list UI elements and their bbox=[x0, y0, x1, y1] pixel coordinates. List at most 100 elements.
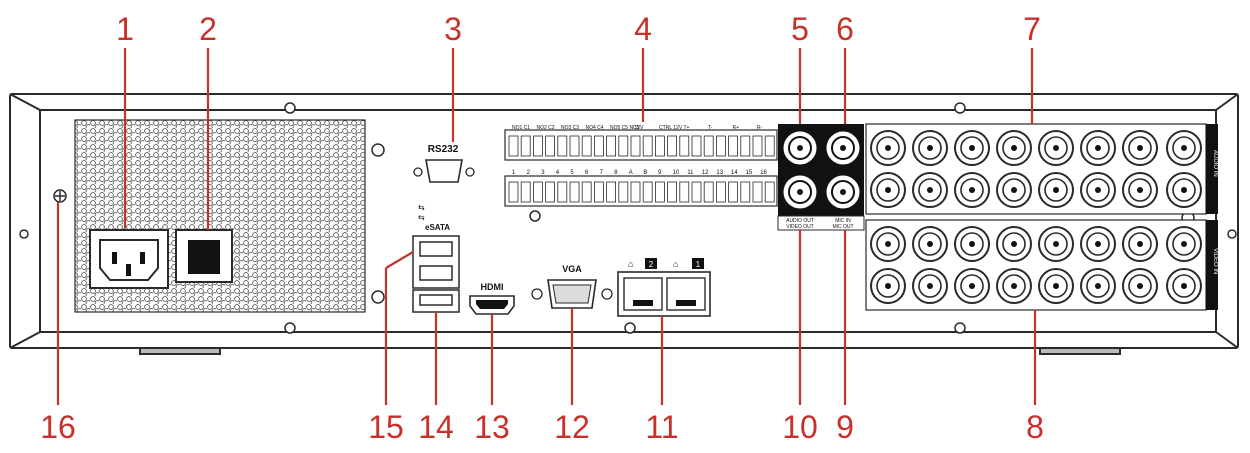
bnc-connector bbox=[1080, 172, 1116, 208]
alarm-terminal bbox=[545, 135, 555, 157]
alarm-terminal bbox=[752, 135, 763, 157]
alarm-terminal bbox=[703, 181, 714, 203]
rca-jack bbox=[783, 131, 817, 165]
alarm-terminal bbox=[728, 181, 738, 203]
alarm-bottom-label: 3 bbox=[541, 170, 545, 176]
callout-number-9: 9 bbox=[836, 409, 854, 445]
alarm-terminal bbox=[606, 181, 616, 203]
alarm-terminal bbox=[618, 135, 629, 157]
callout-number-5: 5 bbox=[791, 11, 809, 47]
callout-number-8: 8 bbox=[1026, 409, 1044, 445]
esata-label: eSATA bbox=[425, 223, 450, 232]
alarm-terminal bbox=[728, 135, 738, 157]
svg-text:⇆: ⇆ bbox=[418, 213, 425, 222]
alarm-terminal bbox=[764, 135, 775, 157]
audio-block: AUDIO OUT VIDEO OUT MIC IN MIC OUT bbox=[777, 124, 865, 231]
alarm-terminal bbox=[594, 181, 604, 203]
bnc-connector bbox=[870, 130, 906, 166]
alarm-bottom-label: 15 bbox=[746, 170, 753, 176]
alarm-terminal bbox=[581, 135, 592, 157]
callout-number-11: 11 bbox=[645, 409, 678, 445]
alarm-terminal bbox=[703, 135, 714, 157]
bnc-connector bbox=[954, 130, 990, 166]
bnc-connector bbox=[1122, 268, 1158, 304]
alarm-terminal bbox=[545, 181, 555, 203]
lan1-label: 1 bbox=[696, 260, 701, 269]
bnc-connector bbox=[1122, 130, 1158, 166]
alarm-terminal bbox=[520, 181, 531, 203]
alarm-terminal bbox=[630, 181, 641, 203]
bnc-connector bbox=[1080, 268, 1116, 304]
alarm-bottom-label: 13 bbox=[716, 170, 723, 176]
alarm-bottom-label: A bbox=[629, 170, 633, 176]
alarm-terminal bbox=[569, 135, 580, 157]
bnc-connector bbox=[1080, 226, 1116, 262]
alarm-bottom-label: 6 bbox=[585, 170, 589, 176]
network-ports: ⌂ 2 ⌂ 1 bbox=[617, 258, 711, 317]
callout-number-15: 15 bbox=[368, 409, 404, 445]
alarm-bottom-label: 16 bbox=[760, 170, 767, 176]
alarm-top-label: 12V bbox=[635, 125, 645, 131]
alarm-terminal bbox=[594, 135, 604, 157]
rca-jack bbox=[826, 175, 860, 209]
bnc-connector bbox=[1038, 172, 1074, 208]
alarm-terminal bbox=[630, 135, 641, 157]
alarm-bottom-label: 4 bbox=[556, 170, 560, 176]
alarm-terminal bbox=[667, 181, 677, 203]
bnc-connector bbox=[870, 226, 906, 262]
callout-number-13: 13 bbox=[474, 409, 510, 445]
alarm-top-label: NO2 C2 bbox=[537, 125, 555, 131]
callout-number-16: 16 bbox=[40, 409, 76, 445]
mic-out-label: MIC OUT bbox=[832, 224, 853, 230]
rs232-label: RS232 bbox=[428, 144, 459, 155]
callout-number-12: 12 bbox=[554, 409, 590, 445]
bnc-connector bbox=[1166, 268, 1202, 304]
alarm-terminal bbox=[557, 181, 568, 203]
alarm-terminal bbox=[679, 181, 690, 203]
bnc-connector bbox=[1166, 172, 1202, 208]
alarm-bottom-label: 2 bbox=[527, 170, 531, 176]
alarm-terminal bbox=[508, 135, 519, 157]
alarm-terminal bbox=[667, 135, 677, 157]
callout-number-7: 7 bbox=[1023, 11, 1041, 47]
bnc-connector bbox=[912, 268, 948, 304]
svg-text:⌂: ⌂ bbox=[673, 259, 678, 269]
audio-in-label: AUDIO IN bbox=[1212, 150, 1218, 177]
mic-in-label: MIC IN bbox=[835, 218, 851, 224]
bnc-connector bbox=[1122, 172, 1158, 208]
bnc-connector bbox=[954, 226, 990, 262]
alarm-bottom-label: 9 bbox=[658, 170, 662, 176]
power-switch bbox=[175, 229, 233, 283]
alarm-terminal bbox=[581, 181, 592, 203]
callout-number-1: 1 bbox=[116, 11, 134, 47]
alarm-top-label: T+ bbox=[684, 125, 690, 131]
callout-number-14: 14 bbox=[418, 409, 454, 445]
bnc-connector bbox=[996, 226, 1032, 262]
alarm-terminal bbox=[618, 181, 629, 203]
alarm-terminal bbox=[533, 135, 543, 157]
svg-text:⌂: ⌂ bbox=[628, 259, 633, 269]
alarm-top-label: CTRL 12V bbox=[659, 125, 683, 131]
alarm-terminal bbox=[520, 135, 531, 157]
bnc-connector-area: AUDIO IN VIDEO IN bbox=[865, 123, 1218, 311]
alarm-top-label: NO5 C5 NC5 bbox=[610, 125, 640, 131]
alarm-bottom-label: 14 bbox=[731, 170, 738, 176]
audio-out-label: AUDIO OUT bbox=[786, 218, 814, 224]
alarm-terminal bbox=[642, 181, 653, 203]
bnc-connector bbox=[1080, 130, 1116, 166]
bnc-connector bbox=[996, 130, 1032, 166]
alarm-terminal bbox=[508, 181, 519, 203]
callout-number-10: 10 bbox=[782, 409, 818, 445]
hdmi-port: HDMI bbox=[469, 282, 515, 315]
bnc-connector bbox=[1166, 130, 1202, 166]
alarm-bottom-label: 12 bbox=[702, 170, 709, 176]
alarm-terminal bbox=[569, 181, 580, 203]
alarm-bottom-label: 11 bbox=[687, 170, 694, 176]
alarm-terminal bbox=[691, 135, 702, 157]
callout-number-2: 2 bbox=[199, 11, 217, 47]
bnc-connector bbox=[996, 172, 1032, 208]
bnc-connector bbox=[1038, 268, 1074, 304]
alarm-terminal bbox=[655, 135, 665, 157]
alarm-terminal bbox=[606, 135, 616, 157]
